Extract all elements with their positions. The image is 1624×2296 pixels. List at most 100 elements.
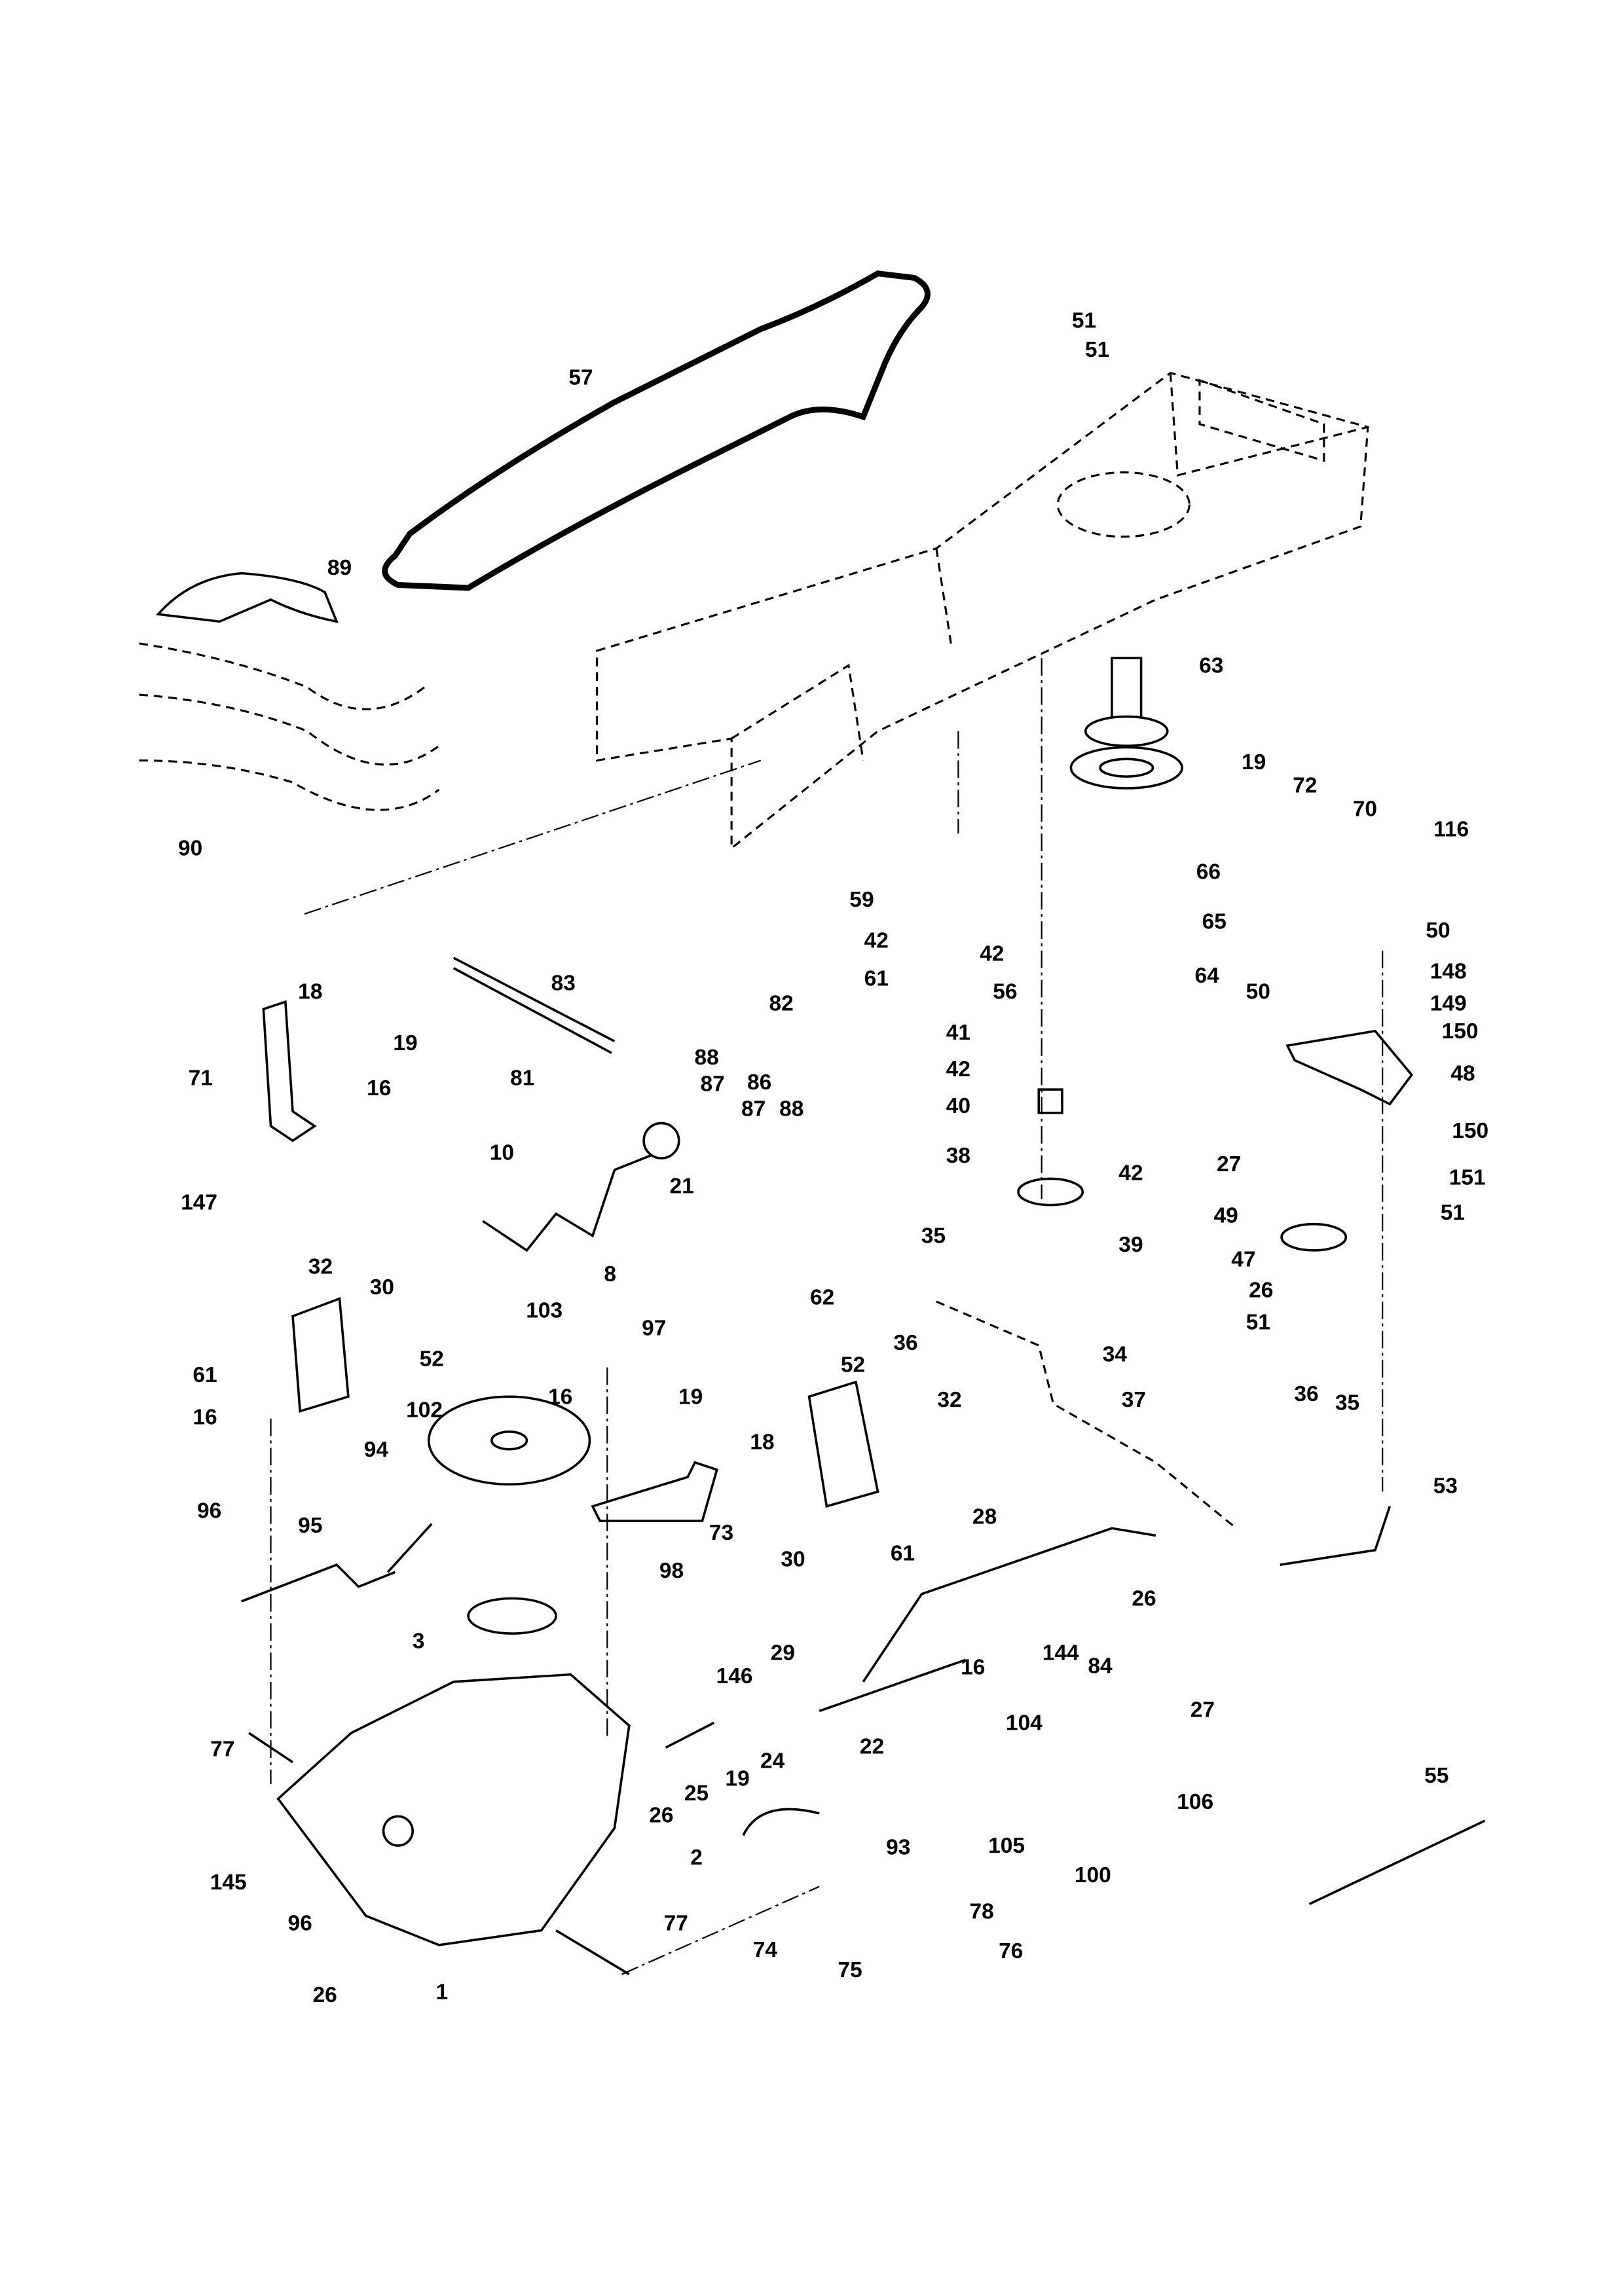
clutch-rod bbox=[819, 1658, 967, 1713]
callout-1: 1 bbox=[436, 1980, 449, 2005]
callout-34: 34 bbox=[1103, 1343, 1128, 1367]
callout-61: 61 bbox=[864, 967, 889, 991]
callout-30: 30 bbox=[781, 1547, 805, 1571]
callout-59: 59 bbox=[849, 888, 874, 912]
callout-77: 77 bbox=[210, 1738, 234, 1762]
callout-88: 88 bbox=[695, 1046, 719, 1070]
callout-74: 74 bbox=[753, 1938, 778, 1962]
callout-64: 64 bbox=[1194, 964, 1219, 988]
callout-21: 21 bbox=[670, 1175, 694, 1199]
callout-71: 71 bbox=[189, 1066, 213, 1090]
callout-61: 61 bbox=[193, 1363, 217, 1387]
callout-28: 28 bbox=[972, 1505, 997, 1529]
callout-100: 100 bbox=[1075, 1863, 1111, 1887]
callout-94: 94 bbox=[364, 1438, 389, 1462]
callout-16: 16 bbox=[193, 1406, 217, 1430]
callout-105: 105 bbox=[988, 1834, 1025, 1858]
callout-19: 19 bbox=[725, 1766, 749, 1791]
callout-87: 87 bbox=[700, 1072, 724, 1096]
spring-55 bbox=[1308, 1819, 1486, 1905]
callout-27: 27 bbox=[1217, 1152, 1241, 1176]
callout-83: 83 bbox=[551, 971, 576, 995]
chassis-frame bbox=[596, 371, 1369, 850]
callout-62: 62 bbox=[810, 1286, 834, 1310]
callout-2: 2 bbox=[690, 1846, 703, 1870]
callout-146: 146 bbox=[716, 1664, 753, 1688]
callout-51: 51 bbox=[1085, 338, 1109, 362]
callout-144: 144 bbox=[1043, 1641, 1079, 1665]
callout-32: 32 bbox=[937, 1388, 961, 1412]
callout-36: 36 bbox=[893, 1331, 917, 1355]
callout-72: 72 bbox=[1293, 774, 1317, 798]
callout-27: 27 bbox=[1190, 1698, 1215, 1722]
callout-42: 42 bbox=[1118, 1161, 1143, 1186]
callout-19: 19 bbox=[678, 1385, 703, 1409]
callout-22: 22 bbox=[860, 1734, 884, 1758]
callout-149: 149 bbox=[1430, 992, 1467, 1016]
bracket-30-left bbox=[291, 1297, 350, 1413]
callout-19: 19 bbox=[393, 1031, 417, 1055]
callout-52: 52 bbox=[420, 1347, 444, 1371]
bracket-71 bbox=[262, 1000, 317, 1142]
callout-96: 96 bbox=[288, 1912, 312, 1936]
rod-53 bbox=[1280, 1506, 1392, 1566]
callout-150: 150 bbox=[1452, 1119, 1488, 1143]
shift-lever bbox=[482, 1154, 652, 1252]
callout-50: 50 bbox=[1426, 919, 1450, 943]
callout-96: 96 bbox=[197, 1499, 221, 1523]
callout-75: 75 bbox=[838, 1958, 862, 1982]
callout-41: 41 bbox=[946, 1021, 970, 1045]
callout-55: 55 bbox=[1424, 1764, 1449, 1788]
callout-73: 73 bbox=[709, 1521, 733, 1545]
callout-76: 76 bbox=[999, 1939, 1023, 1963]
callout-labels: 5751518990631972701165966426165425664501… bbox=[178, 308, 1488, 2007]
callout-57: 57 bbox=[568, 365, 593, 390]
callout-103: 103 bbox=[526, 1299, 563, 1323]
rod-95 bbox=[241, 1563, 396, 1603]
callout-95: 95 bbox=[298, 1514, 322, 1538]
bracket-30-right bbox=[807, 1380, 879, 1508]
callout-70: 70 bbox=[1353, 797, 1377, 821]
callout-81: 81 bbox=[510, 1066, 534, 1090]
callout-35: 35 bbox=[921, 1224, 946, 1248]
callout-116: 116 bbox=[1433, 818, 1469, 842]
idler-pulley bbox=[1069, 657, 1183, 790]
callout-53: 53 bbox=[1433, 1474, 1458, 1499]
callout-16: 16 bbox=[548, 1385, 572, 1409]
spring-25 bbox=[665, 1721, 715, 1749]
callout-19: 19 bbox=[1242, 750, 1266, 774]
callout-25: 25 bbox=[684, 1781, 709, 1806]
callout-36: 36 bbox=[1294, 1382, 1318, 1406]
callout-52: 52 bbox=[841, 1353, 865, 1377]
callout-78: 78 bbox=[969, 1900, 993, 1924]
callout-50: 50 bbox=[1246, 980, 1270, 1004]
pulley-47 bbox=[1280, 1222, 1348, 1252]
drive-belt bbox=[382, 270, 931, 591]
bracket-48 bbox=[1285, 1029, 1414, 1106]
callout-63: 63 bbox=[1199, 654, 1223, 678]
callout-26: 26 bbox=[1132, 1587, 1156, 1611]
callout-37: 37 bbox=[1122, 1388, 1146, 1412]
callout-88: 88 bbox=[779, 1097, 803, 1121]
callout-61: 61 bbox=[891, 1541, 915, 1565]
callout-47: 47 bbox=[1231, 1247, 1255, 1271]
callout-84: 84 bbox=[1088, 1654, 1113, 1678]
callout-148: 148 bbox=[1430, 959, 1467, 983]
fan bbox=[427, 1395, 591, 1486]
callout-106: 106 bbox=[1177, 1790, 1213, 1814]
spring-95 bbox=[386, 1523, 433, 1573]
callout-66: 66 bbox=[1196, 860, 1221, 884]
callout-35: 35 bbox=[1335, 1391, 1359, 1415]
callout-3: 3 bbox=[413, 1629, 425, 1653]
callout-51: 51 bbox=[1441, 1201, 1465, 1225]
spacer-40 bbox=[1037, 1088, 1063, 1114]
callout-42: 42 bbox=[864, 928, 889, 953]
callout-51: 51 bbox=[1072, 308, 1096, 333]
bracket-73 bbox=[591, 1461, 718, 1522]
callout-104: 104 bbox=[1006, 1711, 1043, 1736]
callout-145: 145 bbox=[210, 1870, 247, 1895]
callout-16: 16 bbox=[961, 1656, 985, 1680]
hose-93 bbox=[742, 1808, 820, 1836]
callout-48: 48 bbox=[1450, 1062, 1475, 1086]
